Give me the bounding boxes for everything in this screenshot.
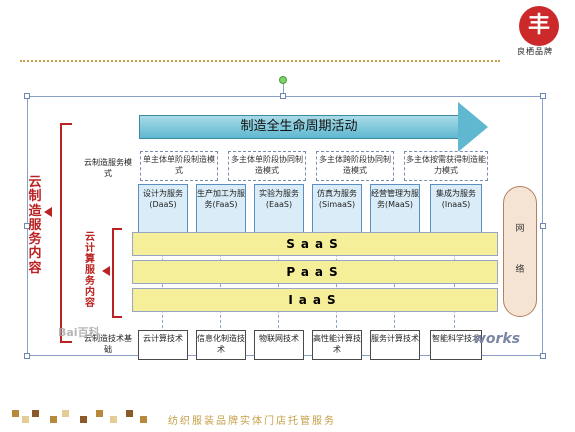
footer-square <box>12 410 19 417</box>
service-daas: 设计为服务(DaaS) <box>138 184 188 233</box>
baidu-watermark: Bai百科 <box>58 326 100 339</box>
footer-square <box>126 410 133 417</box>
brand-name: 良栖品牌 <box>517 47 553 56</box>
tech-cloud-computing: 云计算技术 <box>138 330 188 360</box>
footer-caption: 纺织服装品牌实体门店托管服务 <box>168 416 336 427</box>
resize-handle-l[interactable] <box>24 223 30 229</box>
resize-handle-bl[interactable] <box>24 353 30 359</box>
footer-square <box>110 416 117 423</box>
works-watermark: works <box>473 331 521 347</box>
band-paas: PaaS <box>132 260 498 284</box>
network-label-bottom: 络 <box>515 265 525 275</box>
rotate-connector <box>283 84 284 96</box>
mode-box-1: 单主体单阶段制造模式 <box>140 151 218 181</box>
header-divider <box>20 60 500 62</box>
resize-handle-t[interactable] <box>280 93 286 99</box>
outer-bracket <box>60 123 72 343</box>
resize-handle-r[interactable] <box>540 223 546 229</box>
resize-handle-tr[interactable] <box>540 93 546 99</box>
network-label-top: 网 <box>515 224 525 234</box>
resize-handle-br[interactable] <box>540 353 546 359</box>
footer-square <box>80 416 87 423</box>
mode-box-2: 多主体单阶段协同制造模式 <box>228 151 306 181</box>
tech-informatized-manufacturing: 信息化制造技术 <box>196 330 246 360</box>
footer-square <box>96 410 103 417</box>
lifecycle-arrow <box>139 115 459 139</box>
service-faas: 生产加工为服务(FaaS) <box>196 184 246 233</box>
inner-bracket <box>112 228 122 318</box>
resize-handle-tl[interactable] <box>24 93 30 99</box>
network-pill: 网 络 <box>503 186 537 317</box>
footer-square <box>62 410 69 417</box>
tech-row-label: 云制造技术基础 <box>84 334 132 354</box>
mode-box-3: 多主体跨阶段协同制造模式 <box>316 151 394 181</box>
service-inaas: 集成为服务(InaaS) <box>430 184 482 233</box>
inner-bracket-arrow <box>102 266 110 276</box>
tech-service-computing: 服务计算技术 <box>370 330 420 360</box>
rotate-handle[interactable] <box>279 76 287 84</box>
tech-iot: 物联网技术 <box>254 330 304 360</box>
cloud-computing-service-content-label: 云计算服务内容 <box>85 232 95 309</box>
lifecycle-arrow-label: 制造全生命周期活动 <box>240 119 358 134</box>
band-saas: SaaS <box>132 232 498 256</box>
tech-intelligent-science: 智能科学技术 <box>430 330 482 360</box>
tech-hpc: 高性能计算技术 <box>312 330 362 360</box>
service-maas: 经营管理为服务(MaaS) <box>370 184 420 233</box>
mode-box-4: 多主体按需获得制造能力模式 <box>404 151 488 181</box>
footer-square <box>140 416 147 423</box>
footer-square <box>32 410 39 417</box>
footer-square <box>50 416 57 423</box>
band-iaas: IaaS <box>132 288 498 312</box>
lifecycle-arrow-head <box>458 102 488 152</box>
brand-logo: 丰 <box>519 6 559 46</box>
service-eaas: 实验为服务(EaaS) <box>254 184 304 233</box>
cloud-manufacturing-service-content-label: 云制造服务内容 <box>28 175 42 276</box>
service-simaas: 仿真为服务(SimaaS) <box>312 184 362 233</box>
outer-bracket-arrow <box>44 207 52 217</box>
mode-row-label: 云制造服务模式 <box>84 158 132 178</box>
footer-square <box>22 416 29 423</box>
